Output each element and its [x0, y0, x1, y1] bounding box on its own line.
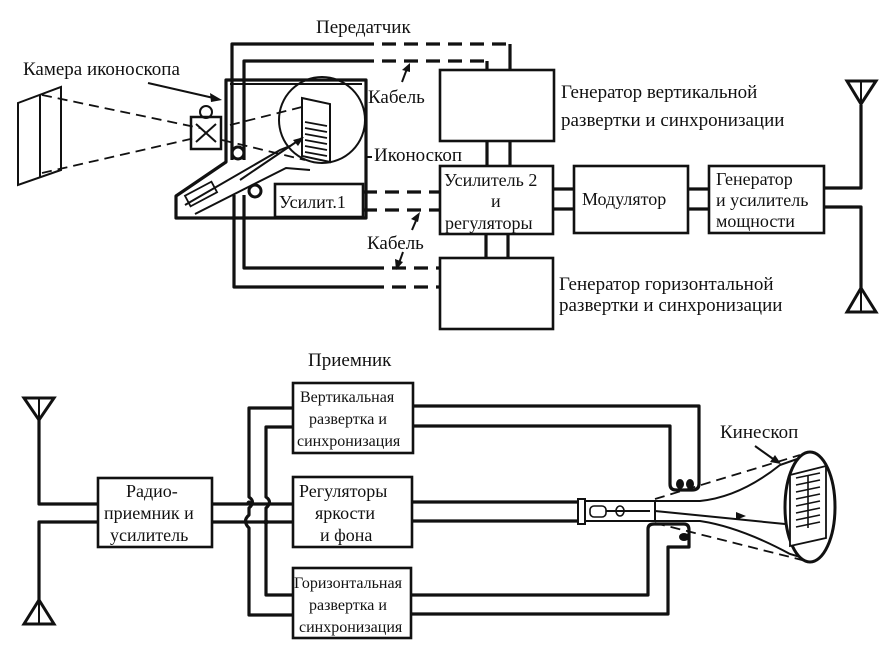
horizontal-sweep-label-1: Горизонтальная: [294, 575, 403, 592]
cable-label-bottom: Кабель: [367, 233, 424, 254]
vertical-sweep-label-1: Вертикальная: [300, 389, 395, 406]
vertical-deflection-coil: [413, 404, 701, 492]
horizontal-sweep-label-3: синхронизация: [299, 619, 403, 636]
kinescope-label: Кинескоп: [720, 422, 798, 443]
amplifier-1-label: Усилит.1: [279, 192, 346, 212]
amplifier-2-label-2: и: [491, 191, 501, 211]
iconoscope-label: Иконоскоп: [374, 145, 462, 166]
power-generator-label-2: и усилитель: [716, 190, 808, 210]
transmitter-title: Передатчик: [316, 17, 411, 38]
horizontal-generator-label-1: Генератор горизонтальной: [559, 274, 773, 295]
horizontal-sweep-box: [291, 566, 413, 640]
radio-receiver-box: [96, 476, 214, 549]
kinescope-tube: [577, 450, 837, 564]
radio-receiver-label-3: усилитель: [110, 525, 188, 545]
cable-arrow-icon: [401, 63, 410, 83]
amplifier-1-box: [273, 182, 365, 219]
modulator-label: Модулятор: [582, 189, 666, 209]
vertical-sweep-label-2: развертка и: [309, 411, 387, 428]
radio-receiver-label-1: Радио-: [126, 481, 178, 501]
radio-receiver-label-2: приемник и: [104, 503, 194, 523]
receiver-title: Приемник: [308, 350, 392, 371]
horizontal-generator-box: [438, 256, 555, 331]
kinescope-arrow-icon: [754, 445, 781, 464]
brightness-regulators-label-1: Регуляторы: [299, 481, 387, 501]
amplifier-2-box: [438, 164, 555, 236]
camera-arrow-icon: [147, 82, 222, 102]
camera-label: Камера иконоскопа: [23, 59, 180, 80]
vertical-generator-box: [438, 68, 556, 143]
horizontal-sweep-label-2: развертка и: [309, 597, 387, 614]
amplifier-2-label-3: регуляторы: [445, 213, 533, 233]
power-generator-label-1: Генератор: [716, 169, 793, 189]
brightness-regulators-box: [291, 475, 414, 549]
scene-object: [17, 85, 62, 187]
lens-icon: [189, 105, 223, 151]
modulator-box: [572, 164, 690, 235]
brightness-regulators-label-3: и фона: [320, 525, 372, 545]
power-generator-box: [707, 164, 826, 235]
power-generator-label-3: мощности: [716, 211, 795, 231]
amplifier-2-label-1: Усилитель 2: [444, 170, 537, 190]
vertical-sweep-box: [291, 381, 415, 455]
cable-amp1-amp2: [363, 190, 440, 212]
vertical-sweep-label-3: синхронизация: [297, 433, 401, 450]
camera-housing: [174, 78, 368, 220]
brightness-regulators-label-2: яркости: [315, 503, 375, 523]
horizontal-generator-label-2: развертки и синхронизации: [559, 295, 782, 316]
sync-bus: [243, 406, 293, 617]
optical-rays: [41, 94, 311, 174]
horizontal-deflection-coil: [411, 522, 691, 616]
vertical-generator-label-2: развертки и синхронизации: [561, 110, 784, 131]
vertical-generator-label-1: Генератор вертикальной: [561, 82, 757, 103]
cable-label-top: Кабель: [368, 87, 425, 108]
cable-horizontal-sync: [232, 195, 440, 289]
antenna-icon: [21, 396, 98, 626]
antenna-icon: [824, 79, 879, 314]
cable-vertical-sync: [230, 42, 512, 160]
